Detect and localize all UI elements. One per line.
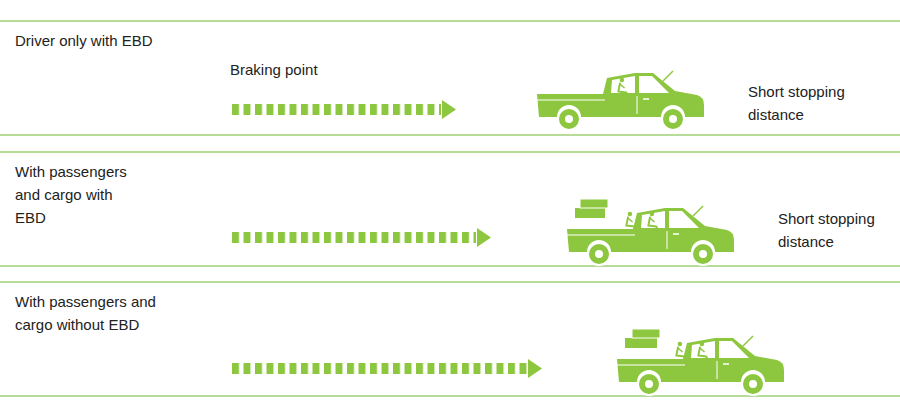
braking-arrows: [232, 100, 542, 378]
panel-title: With passengers and cargo with EBD: [15, 160, 145, 229]
panel-title: With passengers and cargo without EBD: [15, 290, 180, 336]
truck-loaded-ebd: [567, 199, 734, 265]
distance-label: Short stopping distance: [778, 207, 896, 253]
distance-label: Short stopping distance: [748, 80, 868, 126]
panel-title: Driver only with EBD: [15, 29, 315, 52]
panel-lines: [0, 21, 900, 396]
braking-label: Braking point: [230, 58, 430, 81]
truck-loaded-no-ebd: [617, 329, 784, 395]
truck-driver-only: [537, 71, 704, 130]
